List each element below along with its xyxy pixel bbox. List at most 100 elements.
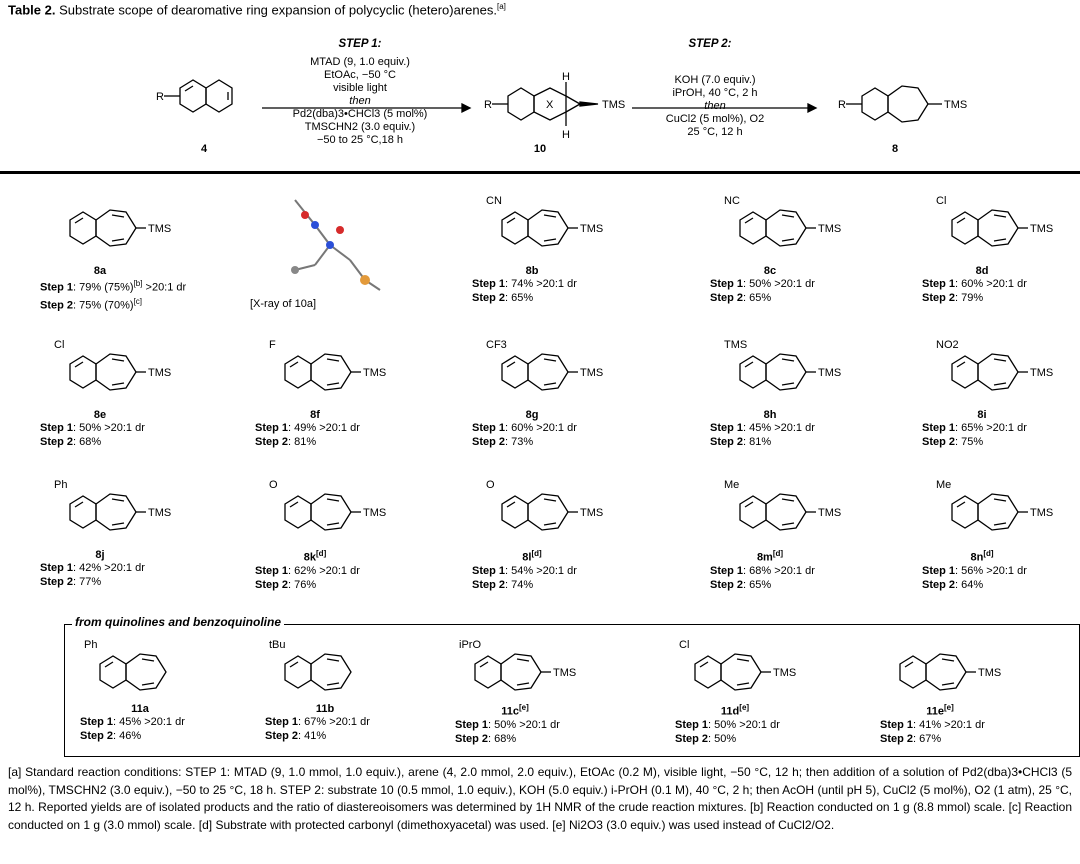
compound-label: 8m[d]: [756, 549, 784, 564]
xray-structure: [291, 199, 381, 291]
step1-yield: Step 1: 79% (75%)[b] >20:1 dr: [40, 279, 187, 294]
step2-yield: Step 2: 64%: [922, 578, 984, 591]
substituent: O: [486, 479, 495, 491]
substituent: Me: [936, 479, 951, 491]
compound-label: 11b: [315, 703, 335, 715]
tms-group: TMS: [1030, 507, 1053, 519]
step1-yield: Step 1: 49% >20:1 dr: [255, 422, 360, 434]
tms-group: TMS: [363, 367, 386, 379]
tms-group: TMS: [580, 507, 603, 519]
condition-line: then: [704, 100, 726, 112]
step1-yield: Step 1: 67% >20:1 dr: [265, 716, 370, 728]
step1-yield: Step 1: 65% >20:1 dr: [922, 422, 1027, 434]
compound-label: 11c[e]: [501, 703, 529, 718]
step2-yield: Step 2: 77%: [40, 576, 102, 588]
substituent: TMS: [724, 339, 747, 351]
table-title: Table 2. Substrate scope of dearomative …: [8, 2, 506, 18]
step1-yield: Step 1: 60% >20:1 dr: [472, 422, 577, 434]
divider: [0, 171, 1080, 174]
scheme-ring: [179, 79, 207, 113]
step2-yield: Step 2: 75%: [922, 436, 984, 448]
general-scheme: R R X H H TMS R TMS 4 10 8: [156, 71, 967, 155]
step1-yield: Step 1: 50% >20:1 dr: [40, 422, 145, 434]
substituent: NO2: [936, 339, 959, 351]
molecule-structure: TMS F: [269, 339, 386, 391]
step1-yield: Step 1: 50% >20:1 dr: [455, 718, 560, 731]
compound-label: 4: [201, 143, 208, 155]
substituent: Cl: [54, 339, 64, 351]
condition-line: KOH (7.0 equiv.): [674, 74, 756, 86]
step2-heading: STEP 2:: [688, 38, 732, 50]
condition-line: iPrOH, 40 °C, 2 h: [672, 87, 758, 99]
step2-yield: Step 2: 46%: [80, 730, 142, 742]
tms-group: TMS: [944, 99, 967, 111]
condition-line: 25 °C, 12 h: [687, 126, 743, 138]
step1-yield: Step 1: 41% >20:1 dr: [880, 718, 985, 731]
compound-label: 8e: [93, 409, 107, 421]
step1-yield: Step 1: 50% >20:1 dr: [675, 718, 780, 731]
substituent: O: [269, 479, 278, 491]
tms-group: TMS: [602, 99, 625, 111]
compound-label: 8c: [763, 265, 777, 277]
compound-label: 11d[e]: [720, 703, 750, 718]
xray-caption: [X-ray of 10a]: [250, 298, 317, 310]
condition-line: then: [349, 95, 371, 107]
step1-yield: Step 1: 60% >20:1 dr: [922, 278, 1027, 290]
compound-label: 8g: [525, 409, 539, 421]
compound-label: 8k[d]: [303, 549, 327, 564]
h-atom: H: [562, 71, 570, 83]
step2-yield: Step 2: 75% (70%)[c]: [40, 296, 143, 312]
r-atom: R: [484, 99, 492, 111]
tms-group: TMS: [818, 507, 841, 519]
step2-yield: Step 2: 50%: [675, 732, 737, 745]
molecule-structure: TMS O: [486, 479, 603, 531]
compound-label: 11a: [131, 703, 149, 715]
substituent: iPrO: [459, 639, 481, 651]
step2-yield: Step 2: 65%: [472, 292, 534, 304]
step1-yield: Step 1: 50% >20:1 dr: [710, 278, 815, 290]
tms-group: TMS: [773, 667, 796, 679]
substituent: F: [269, 339, 276, 351]
substituent: Cl: [936, 195, 946, 207]
step2-yield: Step 2: 67%: [880, 732, 942, 745]
tms-group: TMS: [1030, 223, 1053, 235]
compound-label: 8i: [977, 409, 987, 421]
compound-label: 8h: [763, 409, 777, 421]
r-atom: R: [838, 99, 846, 111]
molecule-structure: TMS: [69, 209, 171, 247]
scheme-ring: [887, 85, 929, 123]
molecule-structure: tBu: [269, 639, 352, 691]
step1-yield: Step 1: 62% >20:1 dr: [255, 564, 360, 577]
r-atom: R: [156, 91, 164, 103]
substituent: NC: [724, 195, 740, 207]
step1-heading: STEP 1:: [338, 38, 382, 50]
compound-label: 8a: [93, 265, 107, 277]
step2-yield: Step 2: 74%: [472, 578, 534, 591]
step1-yield: Step 1: 54% >20:1 dr: [472, 564, 577, 577]
step2-yield: Step 2: 79%: [922, 292, 984, 304]
step1-yield: Step 1: 45% >20:1 dr: [710, 422, 815, 434]
compound-label: 8f: [310, 409, 320, 421]
x-atom: X: [546, 99, 554, 111]
compound-label: 8d: [975, 265, 989, 277]
